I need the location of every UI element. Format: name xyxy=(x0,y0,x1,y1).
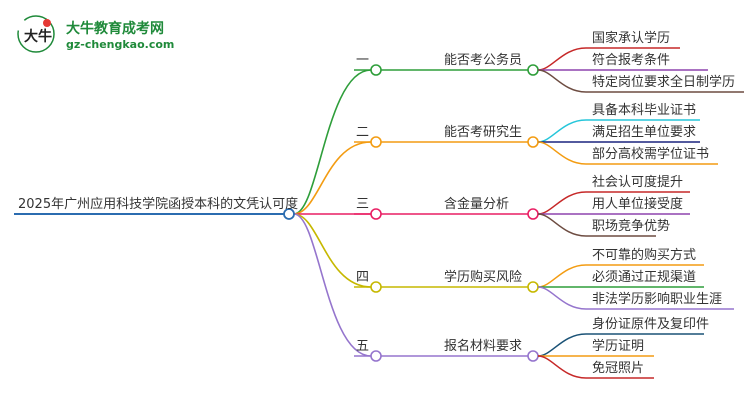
leaf-connector xyxy=(537,213,656,237)
branch-hub-node[interactable] xyxy=(527,64,539,76)
leaf-connector xyxy=(537,286,734,310)
root-topic: 2025年广州应用科技学院函授本科的文凭认可度 xyxy=(18,197,299,212)
logo-url: gz-chengkao.com xyxy=(66,38,175,51)
logo-title: 大牛教育成考网 xyxy=(66,21,164,37)
branch-ordinal: 五 xyxy=(356,339,370,354)
leaf-topic: 特定岗位要求全日制学历 xyxy=(592,75,736,90)
leaf-topic: 国家承认学历 xyxy=(592,31,671,46)
branch-ordinal: 三 xyxy=(356,197,370,212)
leaf-topic: 部分高校需学位证书 xyxy=(592,147,710,162)
leaf-topic: 必须通过正规渠道 xyxy=(592,270,697,285)
site-logo[interactable]: 大牛 大牛教育成考网 gz-chengkao.com xyxy=(12,14,175,54)
branch-topic: 含金量分析 xyxy=(444,197,510,212)
root-node[interactable] xyxy=(283,208,295,220)
leaf-connector xyxy=(537,355,654,379)
branch-node[interactable] xyxy=(370,208,382,220)
branch-hub-node[interactable] xyxy=(527,208,539,220)
branch-ordinal: 四 xyxy=(356,270,370,285)
leaf-topic: 非法学历影响职业生涯 xyxy=(592,292,723,307)
branch-hub-node[interactable] xyxy=(527,136,539,148)
leaf-topic: 免冠照片 xyxy=(592,361,645,376)
leaf-topic: 用人单位接受度 xyxy=(592,197,684,212)
branch-topic: 能否考公务员 xyxy=(444,53,523,68)
leaf-topic: 不可靠的购买方式 xyxy=(592,248,697,263)
leaf-topic: 社会认可度提升 xyxy=(592,175,684,190)
branch-topic: 报名材料要求 xyxy=(444,339,523,354)
leaf-connector xyxy=(537,141,718,165)
logo-mark-text: 大牛 xyxy=(24,28,52,45)
leaf-connector xyxy=(537,191,690,215)
branch-node[interactable] xyxy=(370,64,382,76)
leaf-topic: 符合报考条件 xyxy=(592,53,671,68)
leaf-topic: 满足招生单位要求 xyxy=(592,125,697,140)
leaf-connector xyxy=(537,333,704,357)
logo-mark-icon: 大牛 xyxy=(17,15,55,53)
leaf-topic: 具备本科毕业证书 xyxy=(592,103,697,118)
root-to-branch-connector xyxy=(293,141,372,215)
branch-hub-node[interactable] xyxy=(527,281,539,293)
root-to-branch-connector xyxy=(293,213,372,357)
leaf-topic: 身份证原件及复印件 xyxy=(592,317,710,332)
branch-topic: 学历购买风险 xyxy=(444,270,523,285)
root-to-branch-connector xyxy=(293,213,372,288)
leaf-connector xyxy=(537,47,680,71)
leaf-connector xyxy=(537,119,700,143)
branch-node[interactable] xyxy=(370,281,382,293)
branch-ordinal: 一 xyxy=(356,53,370,68)
root-to-branch-connector xyxy=(293,69,372,215)
leaf-topic: 职场竞争优势 xyxy=(592,219,671,234)
branch-node[interactable] xyxy=(370,350,382,362)
leaf-connector xyxy=(537,69,744,93)
branch-topic: 能否考研究生 xyxy=(444,125,523,140)
branch-ordinal: 二 xyxy=(356,125,370,140)
branch-hub-node[interactable] xyxy=(527,350,539,362)
leaf-connector xyxy=(537,264,704,288)
branch-node[interactable] xyxy=(370,136,382,148)
leaf-topic: 学历证明 xyxy=(592,339,645,354)
